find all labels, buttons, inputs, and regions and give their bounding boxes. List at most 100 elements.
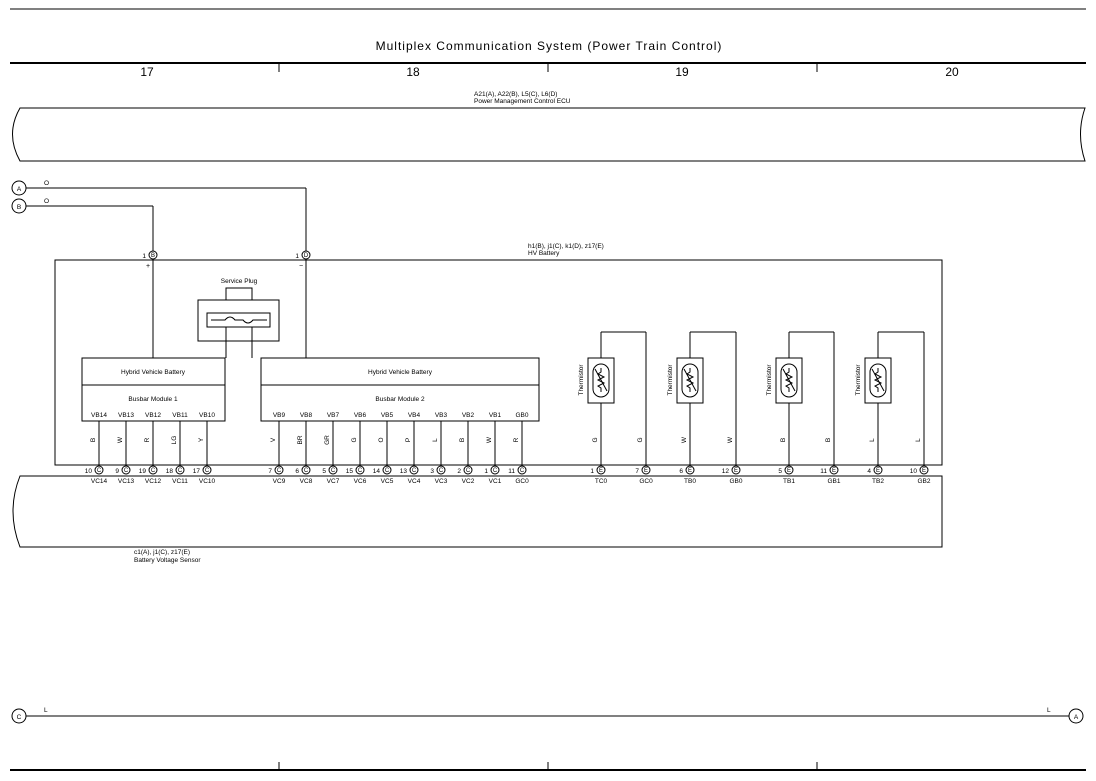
negative-sign: −: [299, 263, 303, 270]
pin-marker: [784, 465, 794, 475]
pin-number: 7: [268, 468, 272, 475]
signal-name: VC4: [408, 478, 421, 485]
busbar-terminal: VB1: [489, 412, 502, 419]
fuse-icon: [211, 316, 267, 324]
wire-color: W: [727, 436, 734, 443]
pin-connector: E: [787, 468, 791, 474]
busbar-module-1-title: Hybrid Vehicle Battery: [121, 369, 186, 376]
busbar-terminal: VB12: [145, 412, 161, 419]
thermistor-arrow: [871, 368, 885, 392]
pin-marker: [355, 465, 365, 475]
pin-number: 15: [346, 468, 354, 475]
wire-color: B: [90, 438, 97, 442]
service-plug-body: [197, 299, 280, 342]
pin-connector: C: [331, 468, 336, 474]
connector-a-right-label: A: [1074, 714, 1079, 721]
pin-number: 5: [322, 468, 326, 475]
wire-color: G: [592, 437, 599, 442]
pin-marker: [873, 465, 883, 475]
busbar-terminal: GB0: [515, 412, 528, 419]
resistor-icon: [685, 368, 695, 392]
service-plug-fuse-holder: [206, 312, 271, 328]
busbar-module-1-subtitle: Busbar Module 1: [128, 396, 178, 403]
connector-b-label: B: [17, 204, 21, 211]
positive-sign: +: [146, 263, 150, 270]
pin-marker: [596, 465, 606, 475]
busbar-terminal: VB11: [172, 412, 188, 419]
pin-marker: [829, 465, 839, 475]
pin-number: 1: [484, 468, 488, 475]
wire-color: B: [825, 438, 832, 442]
pin-number: 17: [193, 468, 201, 475]
voltage-sensor-name: Battery Voltage Sensor: [134, 557, 201, 564]
pin-connector: C: [385, 468, 390, 474]
ecu-codes: A21(A), A22(B), L5(C), L6(D): [474, 91, 557, 98]
pin-connector: C: [97, 468, 102, 474]
signal-name: TC0: [595, 478, 608, 485]
wire-color: G: [637, 437, 644, 442]
pin-number: 1: [142, 253, 146, 260]
pin-connector: C: [178, 468, 183, 474]
pin-marker: [148, 465, 158, 475]
pin-connector: E: [832, 468, 836, 474]
pin-connector: C: [493, 468, 498, 474]
signal-name: GC0: [515, 478, 529, 485]
signal-name: GB0: [729, 478, 742, 485]
connector-a-label: A: [17, 186, 22, 193]
wire-color: B: [780, 438, 787, 442]
pin-marker: [328, 465, 338, 475]
busbar-terminal: VB4: [408, 412, 421, 419]
signal-name: VC12: [145, 478, 162, 485]
busbar-terminal: VB9: [273, 412, 286, 419]
resistor-icon: [784, 368, 794, 392]
pin-marker: [202, 465, 212, 475]
thermistor-label: Thermistor: [766, 364, 773, 396]
resistor-icon: [873, 368, 883, 392]
thermistor-element: [869, 363, 887, 398]
pin-number: 14: [373, 468, 381, 475]
wire-color: P: [405, 438, 412, 442]
signal-name: TB2: [872, 478, 884, 485]
pin-connector: C: [466, 468, 471, 474]
busbar-terminal: VB10: [199, 412, 215, 419]
busbar-terminal: VB3: [435, 412, 448, 419]
thermistor-arrow: [782, 368, 796, 392]
signal-name: VC10: [199, 478, 216, 485]
signal-name: VC1: [489, 478, 502, 485]
busbar-terminal: VB2: [462, 412, 475, 419]
pin-marker: [731, 465, 741, 475]
pin-marker: [685, 465, 695, 475]
pin-number: 1: [295, 253, 299, 260]
pin-marker: [382, 465, 392, 475]
voltage-sensor-codes: c1(A), j1(C), z17(E): [134, 549, 190, 556]
battery-voltage-sensor-box: [12, 475, 943, 548]
pin-number: 9: [115, 468, 119, 475]
wire-color: BR: [297, 435, 304, 444]
pin-number: 11: [508, 468, 515, 475]
pin-marker: [463, 465, 473, 475]
wire-color: GR: [324, 435, 331, 445]
busbar-terminal: VB8: [300, 412, 313, 419]
signal-name: GB2: [917, 478, 930, 485]
pin-number: 19: [139, 468, 147, 475]
pin-connector: C: [205, 468, 210, 474]
wire-color: L: [432, 438, 439, 442]
pin-number: 10: [910, 468, 918, 475]
pin-connector: C: [277, 468, 282, 474]
wire-color: Y: [198, 437, 205, 442]
service-plug-handle: [225, 287, 253, 301]
wire-color: R: [513, 437, 520, 442]
thermistor-element: [780, 363, 798, 398]
signal-name: VC3: [435, 478, 448, 485]
pin-marker: [121, 465, 131, 475]
pin-marker: [94, 465, 104, 475]
connector-c-label: C: [17, 714, 22, 721]
pin-marker: [409, 465, 419, 475]
wire-c-color: L: [44, 707, 48, 714]
pin-number: 5: [778, 468, 782, 475]
signal-name: VC7: [327, 478, 340, 485]
pin-connector: C: [358, 468, 363, 474]
